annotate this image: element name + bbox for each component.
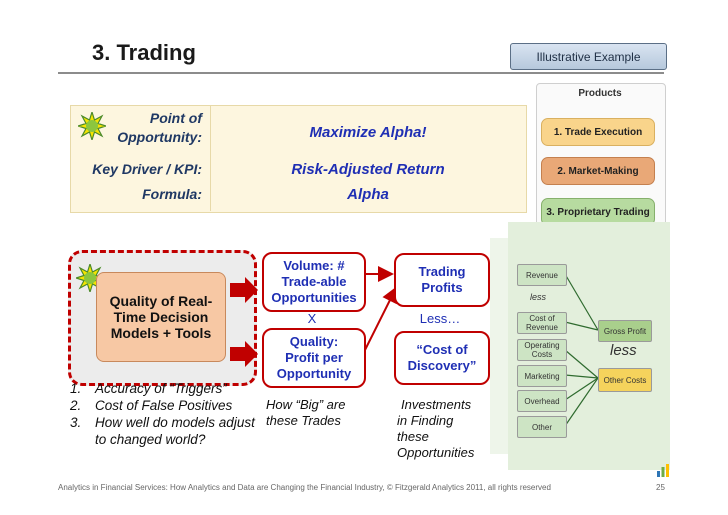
key-driver-label: Key Driver / KPI:: [92, 161, 202, 177]
product-market-making: 2. Market-Making: [541, 157, 655, 185]
formula-value: Alpha: [347, 186, 389, 203]
footer-copyright: Analytics in Financial Services: How Ana…: [58, 483, 551, 492]
how-big-line2: these Trades: [266, 413, 341, 428]
cost-of-discovery-line1: “Cost of: [416, 342, 468, 357]
point-of-opportunity-value: Maximize Alpha!: [309, 124, 427, 141]
list-item: 3. How well do models adjust to changed …: [70, 414, 260, 448]
arrow-to-volume: [230, 277, 258, 303]
slide-title: 3. Trading: [92, 40, 196, 65]
list-item: 1. Accuracy of “Triggers”: [70, 380, 260, 397]
driver-factor-list: 1. Accuracy of “Triggers” 2. Cost of Fal…: [70, 380, 260, 448]
list-item-text: Cost of False Positives: [95, 398, 233, 413]
investments-line1: Investments: [401, 397, 472, 412]
investments-line2: in Finding: [397, 413, 454, 428]
quality-box-line3: Models + Tools: [110, 325, 212, 341]
trading-profits-line2: Profits: [421, 280, 463, 295]
list-item-number: 3.: [70, 415, 82, 430]
arrow-quality-to-profits: [363, 286, 397, 353]
kpi-column-divider: [210, 105, 211, 211]
cost-of-discovery-line2: Discovery”: [407, 358, 477, 373]
funnel-revenue: Revenue: [517, 264, 567, 286]
investments-line3: these: [397, 429, 429, 444]
funnel-less-big: less: [610, 342, 637, 359]
list-item-text: Accuracy of “Triggers”: [95, 381, 227, 396]
multiply-operator: X: [307, 311, 317, 326]
less-operator: Less…: [419, 311, 461, 326]
funnel-other: Other: [517, 416, 567, 438]
quality-node-line2: Profit per: [285, 350, 343, 365]
list-item-text: How well do models adjust to changed wor…: [95, 415, 255, 447]
quality-node-line3: Opportunity: [276, 366, 352, 381]
quality-box-line2: Time Decision: [113, 309, 209, 325]
quality-node-line1: Quality:: [289, 334, 339, 349]
list-item-number: 1.: [70, 381, 82, 396]
point-of-opportunity-label-line2: Opportunity:: [117, 129, 202, 145]
quality-box-line1: Quality of Real-: [109, 293, 213, 309]
list-item-number: 2.: [70, 398, 82, 413]
quality-of-decision-models-box: Quality of Real- Time Decision Models + …: [96, 272, 226, 362]
investments-note: Investments in Finding these Opportuniti…: [397, 397, 474, 461]
cost-of-discovery-node: “Cost of Discovery”: [394, 331, 490, 385]
volume-node: Volume: # Trade-able Opportunities: [262, 252, 366, 312]
key-driver-value: Risk-Adjusted Return: [291, 161, 445, 178]
quality-profit-node: Quality: Profit per Opportunity: [262, 328, 366, 388]
product-trade-execution: 1. Trade Execution: [541, 118, 655, 146]
point-of-opportunity-label-line1: Point of: [149, 110, 202, 126]
funnel-other-costs: Other Costs: [598, 368, 652, 392]
volume-line2: Trade-able: [281, 274, 347, 289]
funnel-cost-of-revenue: Cost of Revenue: [517, 312, 567, 334]
funnel-marketing: Marketing: [517, 365, 567, 387]
title-divider: [58, 72, 664, 74]
trading-profits-line1: Trading: [418, 264, 466, 279]
funnel-overhead: Overhead: [517, 390, 567, 412]
products-title: Products: [578, 88, 622, 99]
starburst-icon: [78, 112, 106, 140]
funnel-gross-profit: Gross Profit: [598, 320, 652, 342]
illustrative-example-badge: Illustrative Example: [510, 43, 667, 70]
trading-profits-node: Trading Profits: [394, 253, 490, 307]
formula-label: Formula:: [142, 186, 202, 202]
list-item: 2. Cost of False Positives: [70, 397, 260, 414]
bar-chart-logo-icon: [657, 464, 669, 477]
volume-line1: Volume: #: [283, 258, 345, 273]
funnel-operating-costs: Operating Costs: [517, 339, 567, 361]
investments-line4: Opportunities: [397, 445, 475, 460]
how-big-note: How “Big” are these Trades: [266, 397, 345, 429]
funnel-less-small: less: [530, 292, 547, 302]
how-big-line1: How “Big” are: [266, 397, 346, 412]
volume-line3: Opportunities: [271, 290, 357, 305]
kpi-table: [70, 105, 527, 213]
arrow-to-quality: [230, 341, 258, 367]
page-number: 25: [656, 483, 665, 492]
